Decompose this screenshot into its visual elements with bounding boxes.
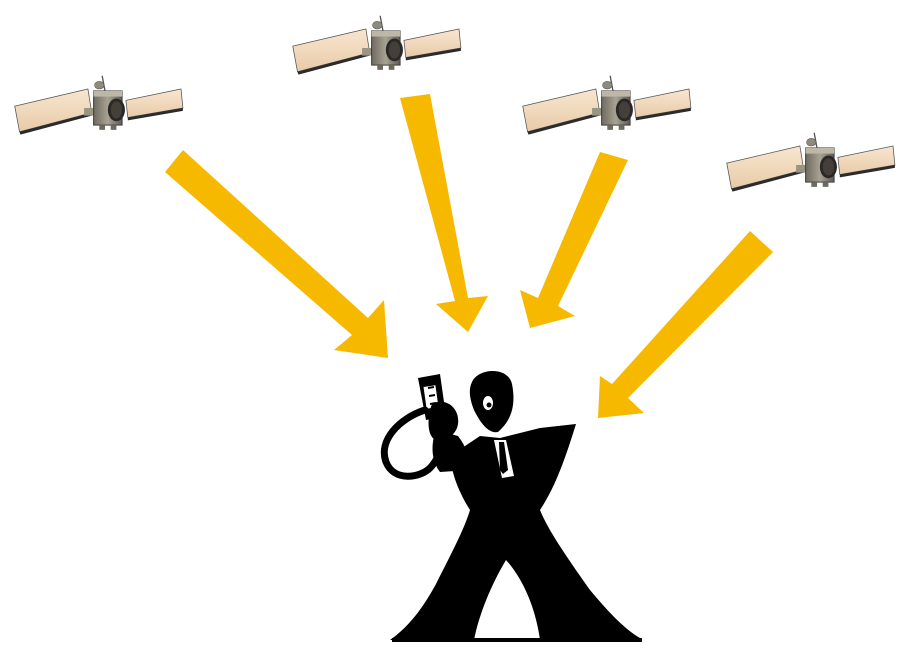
satellite-icon xyxy=(293,16,461,75)
down-arrow-icon xyxy=(165,150,388,358)
down-arrow-icon xyxy=(400,94,488,332)
signal-arrow-4 xyxy=(598,231,773,418)
satellite-1 xyxy=(15,76,183,135)
satellite-icon xyxy=(727,133,895,192)
satellite-4 xyxy=(727,133,895,192)
satellite-icon xyxy=(15,76,183,135)
satellite-3 xyxy=(523,76,691,135)
satellite-2 xyxy=(293,16,461,75)
signal-arrow-2 xyxy=(400,94,488,332)
signal-arrow-1 xyxy=(165,150,388,358)
down-arrow-icon xyxy=(598,231,773,418)
satellite-icon xyxy=(523,76,691,135)
signal-arrow-3 xyxy=(520,152,628,328)
down-arrow-icon xyxy=(520,152,628,328)
